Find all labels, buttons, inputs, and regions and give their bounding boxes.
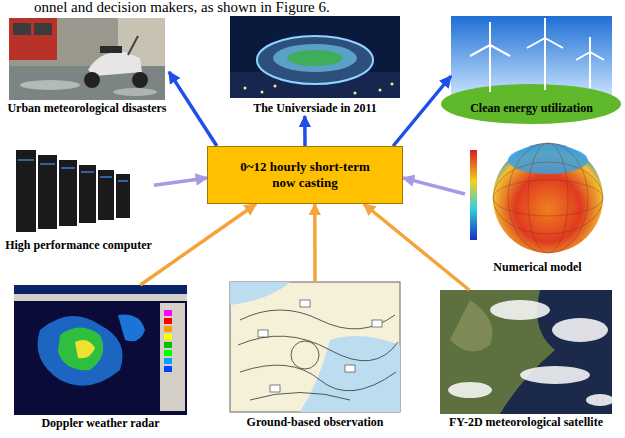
connector-arrow — [154, 178, 207, 185]
photo-caption: Clean energy utilization — [470, 101, 593, 116]
page-text: onnel and decision makers, as shown in F… — [34, 0, 330, 15]
photo-panel: FY-2D meteorological satellite — [440, 290, 612, 430]
photo-caption: Ground-based observation — [247, 415, 384, 430]
flood-photo — [9, 18, 165, 100]
photo-panel: Urban meteorological disasters — [5, 18, 169, 116]
photo-panel: Ground-based observation — [230, 282, 400, 430]
radar-screen — [14, 285, 187, 415]
connector-arrow — [140, 204, 256, 285]
process-label: 0~12 hourly short-term now casting — [235, 159, 375, 191]
connector-arrow — [364, 204, 469, 290]
photo-panel: Doppler weather radar — [14, 285, 187, 431]
process-box: 0~12 hourly short-term now casting — [207, 146, 403, 204]
connector-arrow — [303, 116, 307, 146]
connector-arrow — [393, 76, 451, 146]
photo-caption: FY-2D meteorological satellite — [449, 415, 603, 430]
photo-caption: Urban meteorological disasters — [7, 101, 166, 116]
connector-arrow — [169, 72, 217, 146]
connector-arrow — [403, 178, 465, 194]
satellite-image — [440, 290, 614, 414]
numerical-model-globe — [470, 143, 603, 253]
photo-panel: High performance computer — [3, 140, 154, 253]
photo-panel: Clean energy utilization — [451, 16, 612, 116]
photo-panel: Numerical model — [465, 140, 610, 275]
connector-arrow — [313, 204, 317, 282]
stadium-photo — [230, 16, 400, 98]
computer-racks-photo — [14, 140, 132, 235]
photo-panel: The Universiade in 2011 — [230, 16, 400, 116]
photo-caption: Doppler weather radar — [41, 416, 159, 431]
wind-turbine-photo — [441, 16, 621, 124]
photo-caption: Numerical model — [493, 260, 581, 275]
surface-weather-map — [230, 282, 400, 412]
photo-caption: The Universiade in 2011 — [253, 101, 377, 116]
photo-caption: High performance computer — [5, 238, 152, 253]
